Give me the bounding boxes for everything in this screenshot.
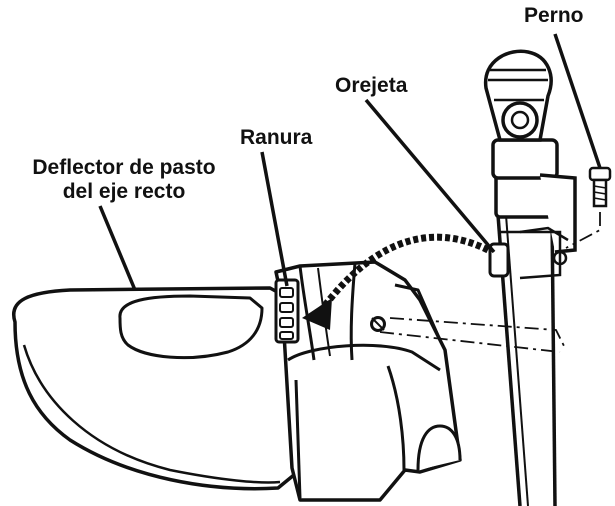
bolt-perno xyxy=(588,166,612,208)
leader-perno xyxy=(553,33,602,169)
label-deflector-line2: del eje recto xyxy=(62,180,186,203)
leader-orejeta xyxy=(364,98,496,254)
label-perno: Perno xyxy=(524,4,584,27)
label-orejeta: Orejeta xyxy=(335,74,408,97)
alignment-lines xyxy=(379,212,601,353)
straight-shaft xyxy=(484,49,577,506)
label-deflector: Deflector de pasto del eje recto xyxy=(8,156,240,204)
label-deflector-line1: Deflector de pasto xyxy=(32,156,216,179)
direction-arrow xyxy=(302,233,490,330)
tab-orejeta xyxy=(488,230,562,280)
leader-deflector xyxy=(98,205,137,291)
leader-ranura xyxy=(260,151,289,287)
label-ranura: Ranura xyxy=(240,126,313,149)
slot-ranura xyxy=(274,278,300,344)
leader-lines xyxy=(98,33,602,291)
grass-deflector xyxy=(12,260,462,502)
